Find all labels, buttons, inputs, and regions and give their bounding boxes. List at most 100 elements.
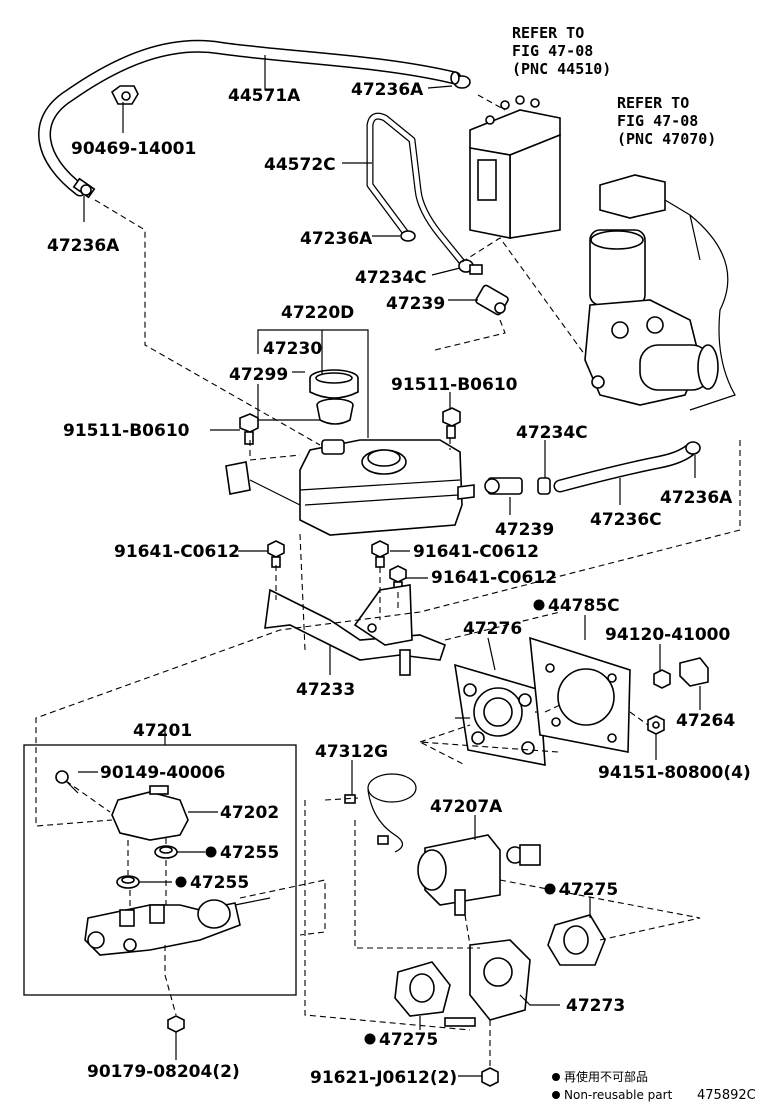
label-47207A: 47207A — [430, 797, 503, 817]
refer-47070-line2: FIG 47-08 — [617, 112, 698, 130]
bolt-91641-a — [267, 540, 285, 568]
label-90149-40006: 90149-40006 — [100, 763, 225, 783]
label-47239-top: 47239 — [386, 294, 445, 314]
strainer-47299 — [316, 398, 354, 425]
refer-block-47070: REFER TO FIG 47-08 (PNC 47070) — [617, 94, 716, 148]
reservoir-assembly-47220D — [225, 439, 475, 536]
non-reusable-marker-44785C — [533, 599, 545, 611]
label-47273: 47273 — [566, 996, 625, 1016]
clip-47264 — [679, 657, 709, 687]
legend-text-en: Non-reusable part — [564, 1088, 673, 1102]
label-47236A-right: 47236A — [660, 488, 733, 508]
label-47236C: 47236C — [590, 510, 662, 530]
leader-lines — [78, 55, 701, 1077]
refer-47070-line3: (PNC 47070) — [617, 130, 716, 148]
label-44572C: 44572C — [264, 155, 336, 175]
bracket-47273 — [444, 939, 531, 1027]
label-91621-J0612: 91621-J0612(2) — [310, 1068, 457, 1088]
grommet-47255-a — [154, 845, 178, 859]
label-47236A-mid: 47236A — [300, 229, 373, 249]
legend-marker-en — [552, 1091, 560, 1099]
label-47255-a: 47255 — [220, 843, 279, 863]
label-91641-b: 91641-C0612 — [413, 542, 539, 562]
nut-94120 — [653, 669, 671, 689]
grommet-47255-b — [116, 875, 140, 889]
bolt-91641-b — [371, 540, 389, 568]
label-91641-c: 91641-C0612 — [431, 568, 557, 588]
legend-marker-jp — [552, 1073, 560, 1081]
bolt-91621 — [481, 1067, 499, 1087]
label-47255-b: 47255 — [190, 873, 249, 893]
sensor-47312G — [344, 773, 417, 853]
clamp-47236A-right — [685, 441, 701, 455]
label-47202: 47202 — [220, 803, 279, 823]
label-47299: 47299 — [229, 365, 288, 385]
label-91511-left: 91511-B0610 — [63, 421, 190, 441]
hose-44571A — [38, 39, 462, 197]
figure-id: 475892C — [697, 1088, 756, 1103]
bolt-91511-right — [442, 407, 461, 439]
label-47239-right: 47239 — [495, 520, 554, 540]
label-47312G: 47312G — [315, 742, 388, 762]
clamp-47236A-mid — [400, 230, 416, 242]
label-47220D: 47220D — [281, 303, 354, 323]
nut-94151 — [647, 715, 665, 735]
valve-47239-right — [484, 477, 523, 495]
label-91511-right: 91511-B0610 — [391, 375, 518, 395]
non-reusable-marker-47275-bottom — [364, 1033, 376, 1045]
label-47236A-left: 47236A — [47, 236, 120, 256]
bracket-47233 — [264, 584, 446, 676]
gasket-47276 — [454, 663, 550, 766]
label-47276: 47276 — [463, 619, 522, 639]
clip-90469 — [110, 85, 139, 105]
gasket-44785C — [529, 636, 631, 753]
clamp-47236A-left — [72, 177, 96, 199]
clamp-47236A-top — [450, 71, 471, 89]
label-47234C-right: 47234C — [516, 423, 588, 443]
check-valve-47207A — [417, 834, 541, 916]
refer-44510-line1: REFER TO — [512, 24, 584, 42]
label-47230: 47230 — [263, 339, 322, 359]
hose-47236C — [553, 443, 697, 493]
label-47236A-top: 47236A — [351, 80, 424, 100]
legend-text-jp: 再使用不可部品 — [564, 1069, 648, 1084]
non-reusable-marker-47255-a — [205, 846, 217, 858]
master-cylinder — [84, 897, 271, 956]
label-47264: 47264 — [676, 711, 735, 731]
labels: 44571A 47236A 90469-14001 47236A 44572C … — [47, 80, 751, 1088]
brake-pump-47070 — [584, 174, 736, 411]
connector-47234C-right — [537, 477, 551, 495]
master-cylinder-box — [23, 744, 297, 996]
cap-47230 — [309, 369, 359, 399]
label-44785C: 44785C — [548, 596, 620, 616]
label-90179-08204: 90179-08204(2) — [87, 1062, 240, 1082]
label-47275-right: 47275 — [559, 880, 618, 900]
connector-47234C-top — [458, 259, 483, 275]
refer-47070-line1: REFER TO — [617, 94, 689, 112]
reservoir-47202 — [111, 785, 189, 841]
non-reusable-marker-47275-right — [544, 883, 556, 895]
nut-90179 — [167, 1015, 185, 1033]
dashed-lines — [35, 94, 741, 1068]
hose-44572C — [366, 112, 466, 266]
valve-47239-top — [475, 284, 509, 316]
label-44571A: 44571A — [228, 86, 301, 106]
refer-block-44510: REFER TO FIG 47-08 (PNC 44510) — [512, 24, 611, 78]
refer-44510-line2: FIG 47-08 — [512, 42, 593, 60]
label-94151-80800: 94151-80800(4) — [598, 763, 751, 783]
refer-44510-line3: (PNC 44510) — [512, 60, 611, 78]
gasket-47275-right — [547, 914, 606, 966]
label-91641-a: 91641-C0612 — [114, 542, 240, 562]
label-47275-bottom: 47275 — [379, 1030, 438, 1050]
gasket-47275-bottom — [394, 961, 451, 1017]
label-47233: 47233 — [296, 680, 355, 700]
label-47201: 47201 — [133, 721, 192, 741]
bolt-91511-left — [239, 413, 259, 445]
legend: 再使用不可部品 Non-reusable part — [552, 1069, 673, 1102]
label-94120-41000: 94120-41000 — [605, 625, 731, 645]
label-90469-14001: 90469-14001 — [71, 139, 196, 159]
label-47234C-top: 47234C — [355, 268, 427, 288]
brake-actuator-44510 — [469, 95, 561, 239]
non-reusable-marker-47255-b — [175, 876, 187, 888]
